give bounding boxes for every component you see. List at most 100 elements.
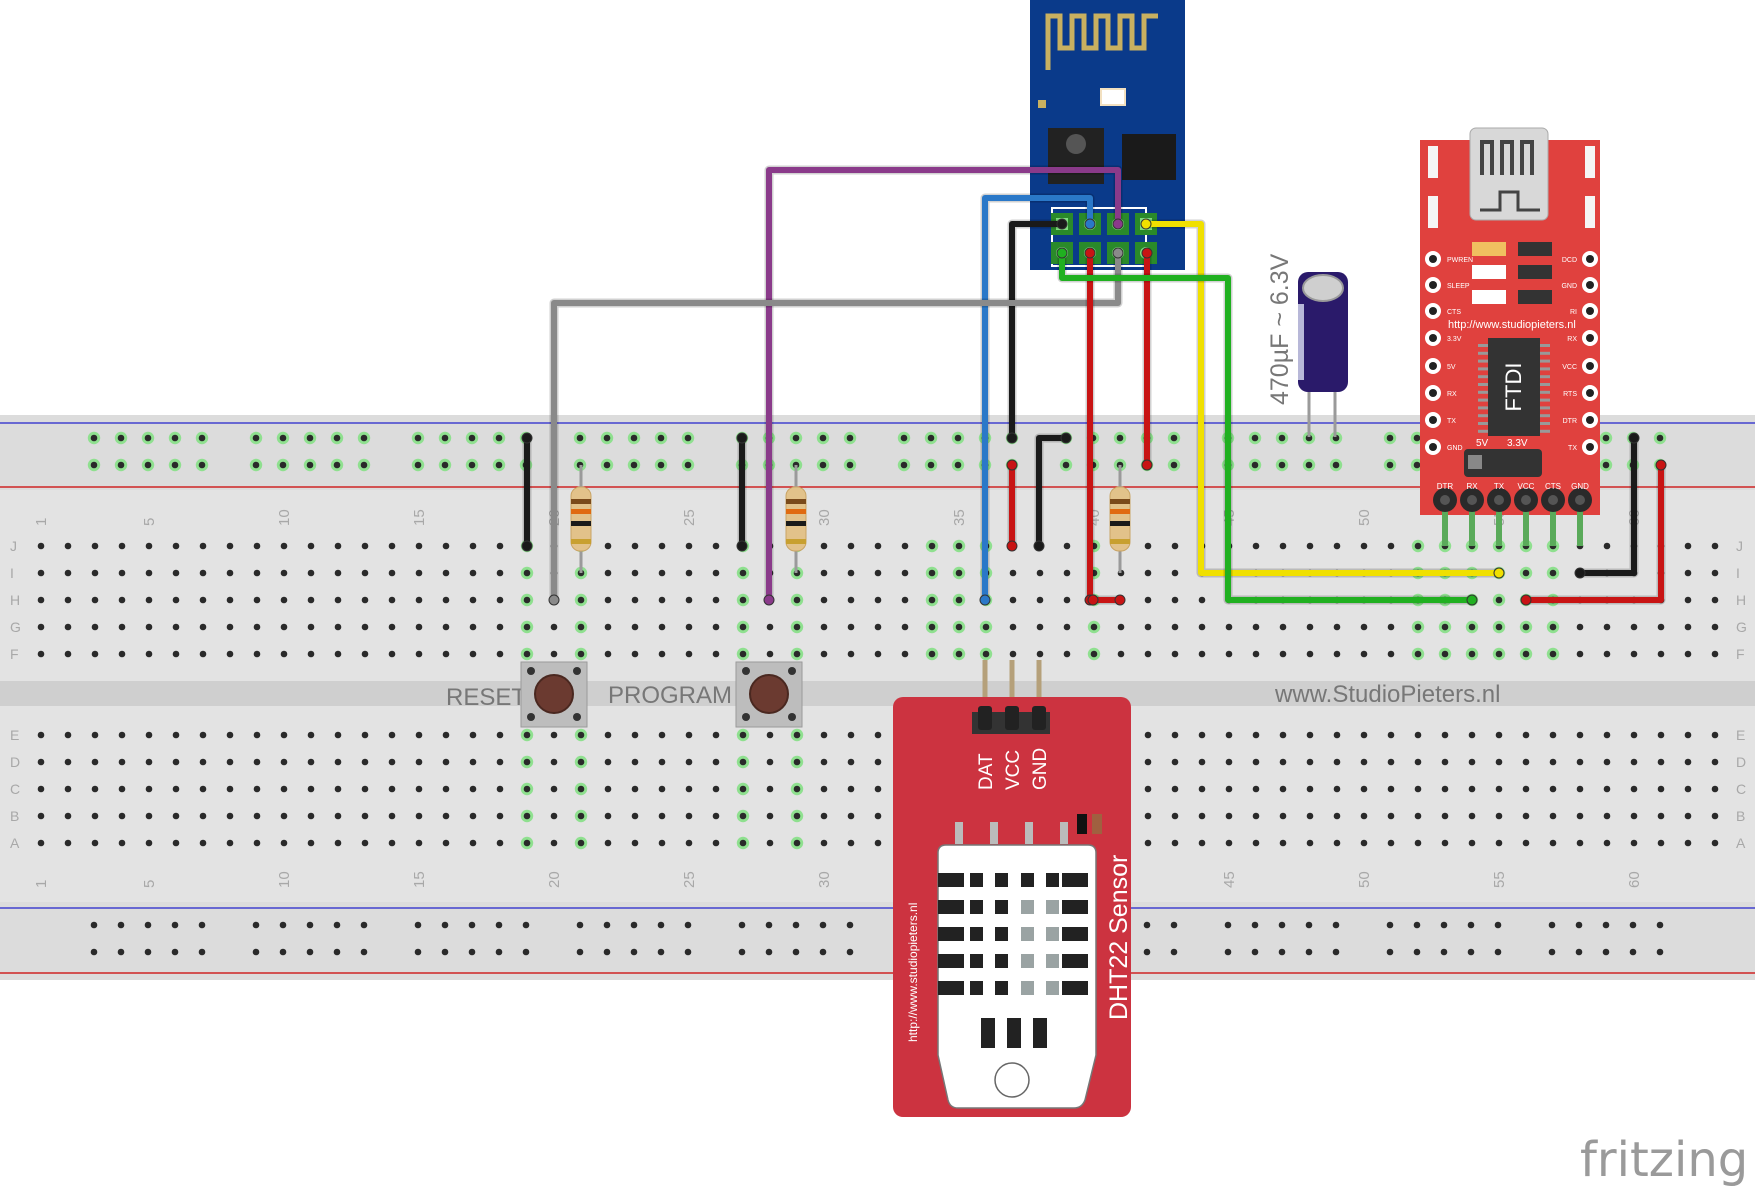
ftdi-left-pin-label: GND	[1447, 445, 1463, 452]
breadboard-hole	[496, 812, 504, 820]
wire-purple-program-end	[1112, 218, 1124, 230]
breadboard-hole	[522, 921, 530, 929]
wire-blue-data[interactable]	[982, 195, 1093, 603]
breadboard-hole	[847, 758, 855, 766]
chip-leg	[1478, 383, 1488, 386]
breadboard-hole	[1117, 623, 1125, 631]
breadboard-hole	[1198, 812, 1206, 820]
row-letter-left: I	[10, 565, 14, 581]
breadboard-hole	[793, 758, 801, 766]
breadboard-hole	[1494, 921, 1502, 929]
breadboard-hole	[1576, 650, 1584, 658]
breadboard-hole	[1440, 948, 1448, 956]
breadboard-hole	[1198, 785, 1206, 793]
breadboard-hole	[874, 623, 882, 631]
wire-black-gnd[interactable]	[1009, 221, 1065, 441]
wire-black-ftdi-gnd[interactable]	[1577, 435, 1637, 576]
breadboard-hole	[469, 785, 477, 793]
breadboard-hole	[820, 839, 828, 847]
chip-leg	[1540, 359, 1550, 363]
breadboard-hole	[226, 812, 234, 820]
breadboard-hole	[684, 434, 692, 442]
breadboard-hole	[1549, 623, 1557, 631]
breadboard-hole	[1387, 785, 1395, 793]
column-number: 20	[546, 871, 563, 888]
breadboard-hole	[847, 542, 855, 550]
voltage-jumper[interactable]	[1464, 449, 1542, 477]
breadboard-hole	[1036, 569, 1044, 577]
wire-yellow-rx[interactable]	[1143, 221, 1502, 576]
breadboard-hole	[685, 650, 693, 658]
breadboard-hole	[685, 758, 693, 766]
breadboard-hole	[252, 921, 260, 929]
breadboard-hole	[1494, 948, 1502, 956]
breadboard-hole	[766, 839, 774, 847]
breadboard-hole	[1414, 758, 1422, 766]
breadboard-hole	[1387, 758, 1395, 766]
breadboard-hole	[523, 650, 531, 658]
breadboard-hole	[1629, 921, 1637, 929]
wires[interactable]	[521, 165, 1667, 606]
resistor-band	[786, 499, 806, 504]
breadboard-hole	[765, 948, 773, 956]
column-number: 30	[816, 871, 833, 888]
reset-button[interactable]	[520, 661, 588, 728]
breadboard-hole	[685, 812, 693, 820]
row-letter-left: G	[10, 619, 21, 635]
wire-purple-program[interactable]	[766, 167, 1121, 603]
breadboard-hole	[1198, 731, 1206, 739]
breadboard-hole	[793, 839, 801, 847]
breadboard-hole	[1711, 569, 1719, 577]
breadboard-hole	[847, 650, 855, 658]
ftdi-pin-hole	[1586, 334, 1594, 342]
breadboard-hole	[91, 758, 99, 766]
row-letter-left: A	[10, 835, 20, 851]
wire-green-tx[interactable]	[1059, 250, 1475, 603]
breadboard-hole	[658, 542, 666, 550]
breadboard-hole	[630, 948, 638, 956]
breadboard-hole	[1468, 839, 1476, 847]
breadboard-hole	[684, 948, 692, 956]
breadboard-hole	[1144, 785, 1152, 793]
chip-leg	[1478, 344, 1488, 347]
esp-01-module	[1030, 0, 1185, 270]
breadboard-hole	[307, 650, 315, 658]
ftdi-bottom-pin-label: TX	[1494, 482, 1505, 491]
row-letter-right: C	[1736, 781, 1746, 797]
breadboard-hole	[1684, 839, 1692, 847]
breadboard-hole	[496, 785, 504, 793]
breadboard-hole	[901, 569, 909, 577]
breadboard-hole	[1225, 623, 1233, 631]
breadboard-hole	[90, 948, 98, 956]
breadboard-hole	[1684, 623, 1692, 631]
program-button[interactable]	[735, 661, 803, 728]
breadboard-hole	[226, 596, 234, 604]
ftdi-5v-label: 5V	[1476, 438, 1489, 449]
breadboard-hole	[1279, 812, 1287, 820]
breadboard-hole	[1656, 921, 1664, 929]
breadboard-hole	[1171, 839, 1179, 847]
ftdi-left-pin-label: TX	[1447, 418, 1456, 425]
wire-black-ftdi-gnd-end	[1628, 432, 1640, 444]
breadboard-hole	[819, 461, 827, 469]
grid-slot	[995, 927, 1008, 941]
breadboard-hole	[280, 785, 288, 793]
grid-slot	[1046, 873, 1059, 887]
breadboard-hole	[495, 921, 503, 929]
breadboard-hole	[657, 434, 665, 442]
breadboard-hole	[1143, 948, 1151, 956]
breadboard-hole	[955, 596, 963, 604]
breadboard-hole	[226, 623, 234, 631]
wire-black-dht-gnd[interactable]	[1036, 435, 1069, 549]
breadboard-hole	[1062, 461, 1070, 469]
breadboard-hole	[145, 731, 153, 739]
breadboard-hole	[415, 839, 423, 847]
resistors	[570, 465, 1131, 573]
wire-red-ftdi-vcc[interactable]	[1523, 462, 1664, 603]
breadboard-hole	[928, 596, 936, 604]
breadboard-hole	[198, 921, 206, 929]
breadboard-hole	[226, 839, 234, 847]
breadboard-hole	[1305, 948, 1313, 956]
